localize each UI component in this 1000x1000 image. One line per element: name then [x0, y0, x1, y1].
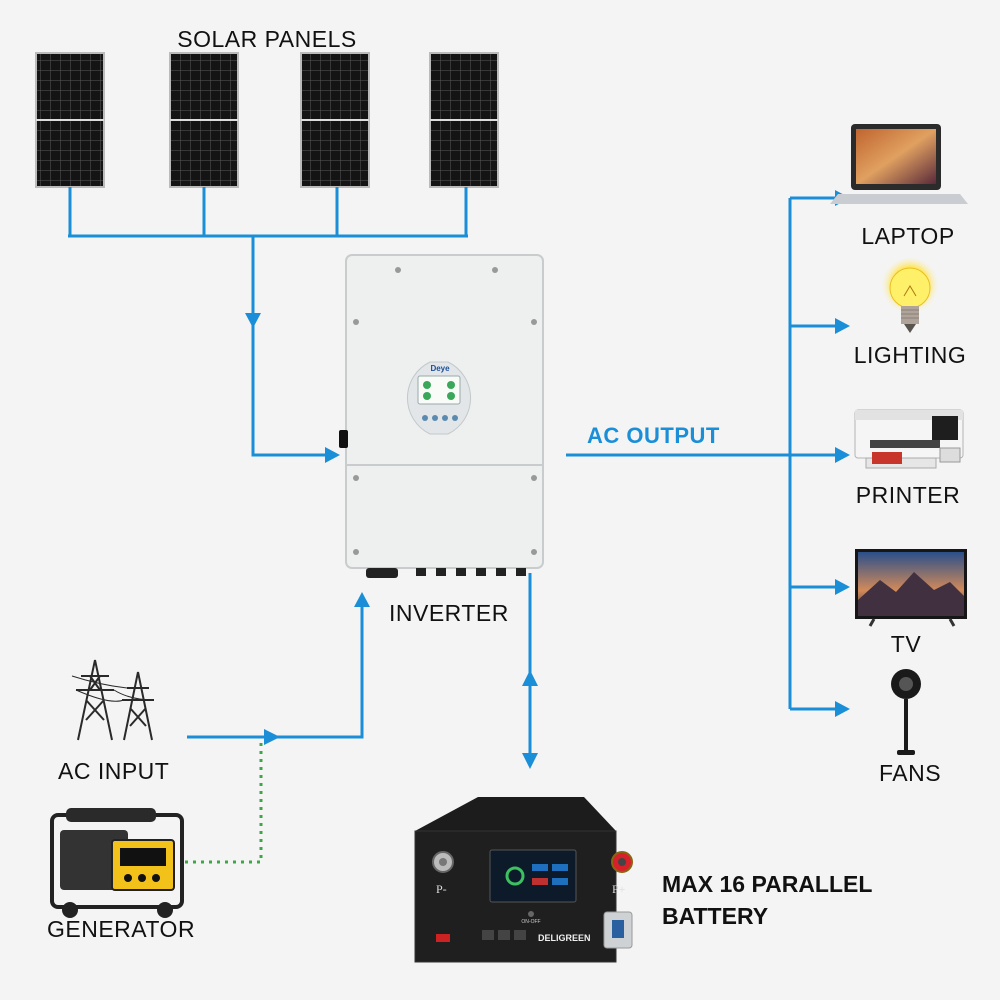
arrow-right-icon [835, 701, 850, 717]
arrow-right-icon [835, 447, 850, 463]
arrow-right-icon [264, 729, 280, 745]
power-tower-icon [71, 659, 155, 741]
solar-panel-icon [300, 52, 370, 188]
arrow-down-icon [245, 313, 261, 328]
arrow-up-icon [354, 592, 370, 607]
arrow-right-icon [325, 447, 340, 463]
ac-output-label: AC OUTPUT [587, 423, 720, 448]
fans-label: FANS [878, 760, 942, 786]
battery-terminal-positive: P+ [612, 882, 626, 896]
battery-icon: P- P+ ON-OFF DELIGREEN [414, 797, 633, 963]
tv-icon [855, 549, 967, 627]
solar-panels-label: SOLAR PANELS [177, 26, 357, 52]
light-bulb-icon [880, 258, 940, 333]
fan-icon [891, 669, 921, 755]
battery-switch-label: ON-OFF [521, 919, 540, 925]
ac-input-wire [187, 595, 364, 739]
arrow-up-icon [522, 670, 538, 686]
solar-panels-group [35, 52, 499, 188]
battery-brand: DELIGREEN [538, 933, 591, 943]
arrow-right-icon [835, 579, 850, 595]
solar-panel-icon [429, 52, 499, 188]
arrow-down-icon [522, 753, 538, 769]
generator-icon [50, 808, 184, 918]
solar-wire [68, 187, 468, 238]
inverter-brand: Deye [430, 364, 450, 373]
solar-panel-icon [35, 52, 105, 188]
generator-wire [185, 740, 263, 864]
solar-panel-icon [169, 52, 239, 188]
laptop-label: LAPTOP [861, 223, 955, 249]
battery-terminal-negative: P- [436, 882, 447, 896]
inverter-icon: Deye [339, 254, 544, 578]
ac-input-label: AC INPUT [58, 758, 170, 784]
printer-label: PRINTER [855, 482, 961, 508]
wiring [68, 187, 838, 763]
lighting-label: LIGHTING [853, 342, 967, 368]
laptop-icon [830, 124, 968, 204]
output-branches [790, 196, 838, 711]
inverter-label: INVERTER [389, 600, 509, 626]
generator-label: GENERATOR [47, 916, 196, 942]
arrow-right-icon [835, 318, 850, 334]
printer-icon [854, 409, 964, 469]
solar-to-inverter-wire [251, 236, 328, 457]
battery-title-line2: BATTERY [662, 903, 769, 929]
tv-label: TV [890, 631, 922, 657]
battery-title-line1: MAX 16 PARALLEL [662, 871, 873, 897]
arrow-heads [245, 190, 850, 769]
